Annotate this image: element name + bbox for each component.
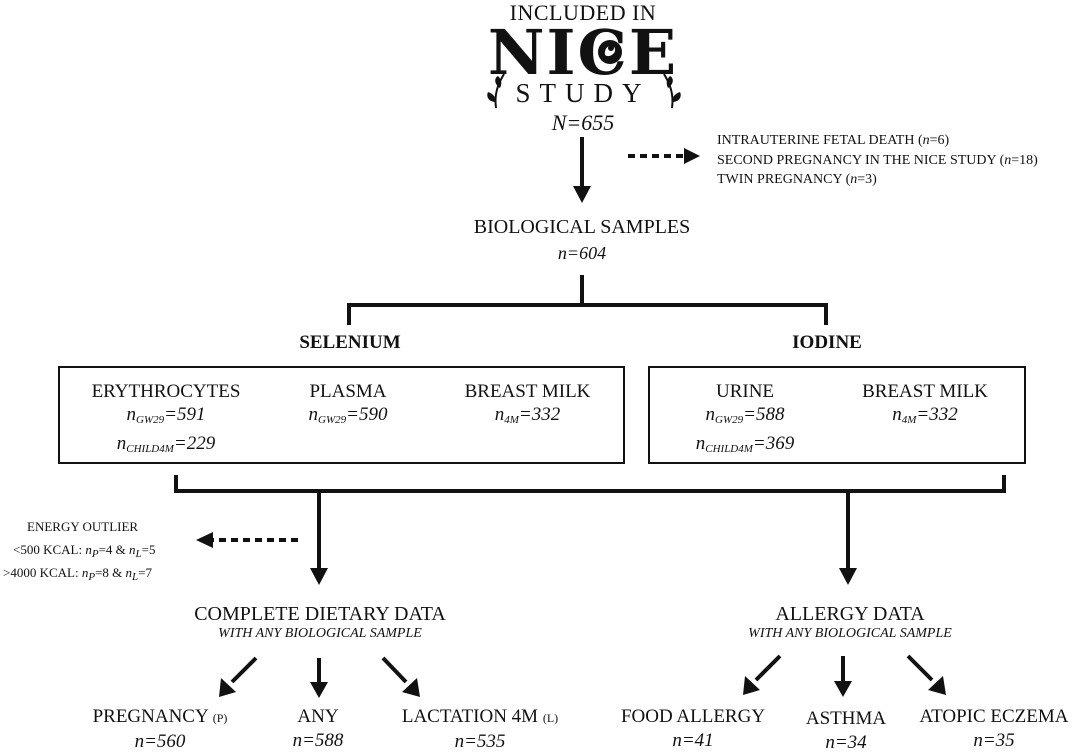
arrow-pregnancy-shaft [230, 656, 258, 684]
dietary-item-any: ANY n=588 [268, 705, 368, 753]
urine-label: URINE [715, 381, 775, 402]
any-count: n=588 [292, 730, 344, 751]
biological-count: n=604 [557, 243, 607, 263]
asthma-label: ASTHMA [805, 708, 887, 729]
selenium-breast-milk: BREAST MILK n4M=332 [430, 380, 625, 432]
pregnancy-count: n=560 [134, 731, 186, 752]
selenium-plasma: PLASMA nGW29=590 [268, 380, 428, 432]
allergy-item-eczema: ATOPIC ECZEMA n=35 [904, 705, 1084, 753]
exclusion-item: TWIN PREGNANCY (n=3) [717, 172, 877, 187]
iodine-breast-milk-4m: n4M=332 [892, 404, 958, 426]
lactation-label: LACTATION 4M (L) [401, 706, 559, 727]
arrowhead-lactation [402, 678, 420, 697]
urine-child4m: nCHILD4M=369 [695, 433, 795, 455]
allergy-title: ALLERGY DATA [775, 603, 925, 625]
leaf-right-icon [663, 73, 681, 109]
exclusion-list: INTRAUTERINE FETAL DEATH (n=6) SECOND PR… [717, 131, 1038, 190]
energy-outlier-title: ENERGY OUTLIER [27, 519, 139, 534]
food-allergy-label: FOOD ALLERGY [620, 706, 766, 727]
nice-logo: NICE [478, 14, 688, 109]
arrowhead-dietary [310, 568, 328, 585]
logo-top-text: INCLUDED IN [509, 0, 657, 25]
arrowhead-exclusion [684, 148, 700, 164]
selenium-box [58, 366, 625, 464]
any-label: ANY [297, 706, 339, 727]
selenium-breast-milk-label: BREAST MILK [464, 381, 591, 402]
eczema-label: ATOPIC ECZEMA [919, 706, 1069, 727]
erythrocytes-child4m: nCHILD4M=229 [116, 433, 216, 455]
plasma-label: PLASMA [309, 381, 387, 402]
allergy-subtitle: WITH ANY BIOLOGICAL SAMPLE [748, 626, 952, 641]
urine-gw29: nGW29=588 [705, 404, 785, 426]
iodine-breast-milk: BREAST MILK n4M=332 [830, 380, 1020, 432]
arrowhead-pregnancy [219, 678, 236, 697]
eczema-count: n=35 [973, 730, 1015, 751]
arrowhead-eczema [928, 676, 946, 695]
arrow-lactation-shaft [381, 656, 408, 684]
selenium-erythrocytes: ERYTHROCYTES nGW29=591 nCHILD4M=229 [66, 380, 266, 461]
arrowhead-energy [196, 532, 213, 548]
logo-count: N=655 [551, 110, 615, 135]
energy-outlier-line2: >4000 KCAL: nP=8 & nL=7 [3, 565, 152, 583]
allergy-item-food: FOOD ALLERGY n=41 [608, 705, 778, 753]
arrowhead-allergy [839, 568, 857, 585]
biological-title: BIOLOGICAL SAMPLES [473, 216, 691, 238]
allergy-item-asthma: ASTHMA n=34 [786, 707, 906, 755]
lactation-count: n=535 [454, 731, 506, 752]
selenium-breast-milk-4m: n4M=332 [494, 404, 561, 426]
arrowhead-any [310, 682, 328, 698]
selenium-heading: SELENIUM [299, 332, 401, 353]
plasma-gw29: nGW29=590 [308, 404, 388, 426]
dietary-item-lactation: LACTATION 4M (L) n=535 [370, 705, 590, 754]
pregnancy-label: PREGNANCY (P) [92, 706, 228, 727]
iodine-breast-milk-label: BREAST MILK [862, 381, 988, 402]
erythrocytes-label: ERYTHROCYTES [91, 381, 241, 402]
fetus-icon [598, 40, 622, 64]
iodine-box [648, 366, 1026, 464]
erythrocytes-gw29: nGW29=591 [126, 404, 206, 426]
arrowhead-main [573, 186, 591, 203]
leaf-left-icon [487, 73, 505, 109]
arrowhead-food [743, 676, 760, 695]
energy-outlier-line1: <500 KCAL: nP=4 & nL=5 [13, 542, 156, 560]
food-allergy-count: n=41 [672, 730, 714, 751]
iodine-heading: IODINE [792, 332, 862, 353]
logo-wordmark: NICE [487, 16, 679, 89]
exclusion-item: SECOND PREGNANCY IN THE NICE STUDY (n=18… [717, 152, 1038, 168]
dietary-subtitle: WITH ANY BIOLOGICAL SAMPLE [218, 626, 422, 641]
asthma-count: n=34 [825, 732, 867, 753]
dietary-item-pregnancy: PREGNANCY (P) n=560 [60, 705, 260, 754]
dietary-title: COMPLETE DIETARY DATA [194, 603, 446, 625]
iodine-urine: URINE nGW29=588 nCHILD4M=369 [660, 380, 830, 461]
arrow-eczema-shaft [906, 654, 934, 682]
arrow-food-shaft [754, 654, 782, 682]
exclusion-item: INTRAUTERINE FETAL DEATH (n=6) [717, 133, 950, 148]
arrowhead-asthma [834, 681, 852, 697]
logo-study-text: STUDY [515, 78, 651, 108]
